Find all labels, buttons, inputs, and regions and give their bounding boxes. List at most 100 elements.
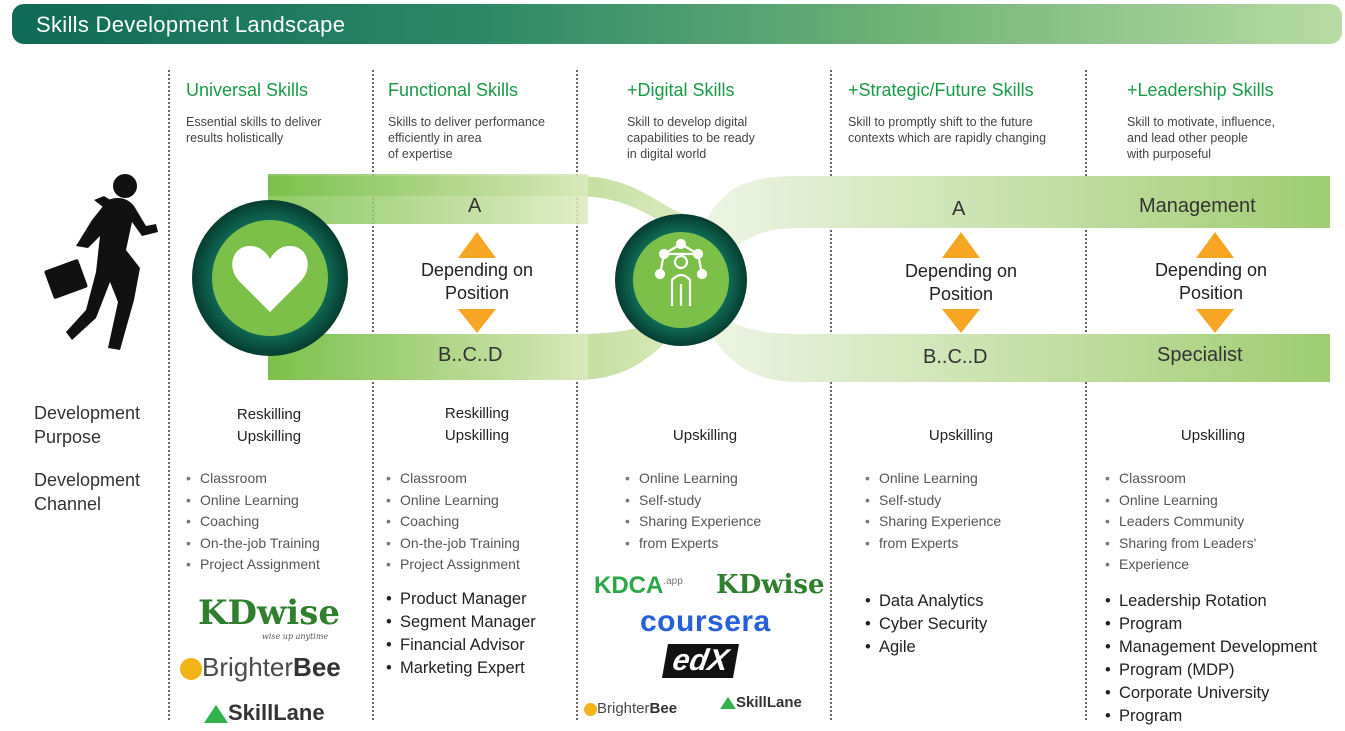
universal-skills-title: Universal Skills <box>186 80 309 100</box>
list-item: Coaching <box>386 511 520 533</box>
list-item: Coaching <box>186 511 320 533</box>
strategic-skills-title: +Strategic/Future Skills <box>848 80 1034 100</box>
list-item: from Experts <box>865 533 1001 555</box>
flow-band-lower-right <box>700 292 1330 382</box>
header-banner: Skills Development Landscape <box>12 4 1342 44</box>
list-item: On-the-job Training <box>386 533 520 555</box>
list-item: Program <box>1105 705 1317 728</box>
strategic-purpose: Upskilling <box>928 427 994 444</box>
list-item: Classroom <box>1105 468 1256 490</box>
bee-icon <box>584 702 597 716</box>
list-item: Online Learning <box>186 490 320 512</box>
list-item: Agile <box>865 636 987 659</box>
down-arrow-functional <box>458 309 496 333</box>
universal-channels: Classroom Online Learning Coaching On-th… <box>186 468 320 576</box>
bee-icon <box>180 658 202 681</box>
up-arrow-functional <box>458 232 496 258</box>
list-item: Program <box>1105 613 1317 636</box>
digital-purpose: Upskilling <box>672 427 738 444</box>
skilllane-mark-icon <box>720 697 736 710</box>
running-businessman-icon <box>44 174 158 350</box>
kdwise-tagline: wise up anytime <box>262 632 329 641</box>
list-item: Marketing Expert <box>386 657 536 680</box>
list-item: Corporate University <box>1105 682 1317 705</box>
digital-circle <box>633 232 729 328</box>
list-item: Online Learning <box>386 490 520 512</box>
list-item: Experience <box>1105 554 1256 576</box>
page-title: Skills Development Landscape <box>36 12 346 37</box>
column-divider <box>576 70 578 720</box>
leadership-top-label: Management <box>1139 195 1256 217</box>
list-item: Project Assignment <box>186 554 320 576</box>
digital-skills-title: +Digital Skills <box>627 80 735 100</box>
up-arrow-strategic <box>942 232 980 258</box>
heart-icon <box>232 246 308 312</box>
list-item: Online Learning <box>1105 490 1256 512</box>
leadership-programs: Leadership Rotation Program Management D… <box>1105 590 1317 728</box>
functional-top-label: A <box>468 195 482 217</box>
leadership-bottom-label: Specialist <box>1157 344 1243 366</box>
list-item: Segment Manager <box>386 611 536 634</box>
column-divider <box>372 70 374 720</box>
functional-programs: Product Manager Segment Manager Financia… <box>386 588 536 680</box>
list-item: Cyber Security <box>865 613 987 636</box>
list-item: Management Development <box>1105 636 1317 659</box>
list-item: Self-study <box>865 490 1001 512</box>
down-arrow-strategic <box>942 309 980 333</box>
skilllane-logo: SkillLane <box>204 700 325 726</box>
list-item: Classroom <box>386 468 520 490</box>
skilllane-mark-icon <box>204 705 228 724</box>
brighterbee-logo-small: BrighterBee <box>584 700 677 717</box>
coursera-logo: coursera <box>640 605 771 638</box>
flow-band-bottom-left <box>268 334 588 380</box>
strategic-programs: Data Analytics Cyber Security Agile <box>865 590 987 659</box>
list-item: Sharing Experience <box>625 511 761 533</box>
down-arrow-leadership <box>1196 309 1234 333</box>
brighterbee-logo: BrighterBee <box>180 652 341 683</box>
column-divider <box>830 70 832 720</box>
flow-band-upper-right <box>700 176 1330 262</box>
strategic-bottom-label: B..C..D <box>923 346 988 368</box>
column-divider <box>168 70 170 720</box>
list-item: Sharing Experience <box>865 511 1001 533</box>
column-divider <box>1085 70 1087 720</box>
leadership-skills-title: +Leadership Skills <box>1127 80 1274 100</box>
list-item: Online Learning <box>865 468 1001 490</box>
functional-skills-title: Functional Skills <box>388 80 519 100</box>
list-item: from Experts <box>625 533 761 555</box>
digital-channels: Online Learning Self-study Sharing Exper… <box>625 468 761 554</box>
leadership-channels: Classroom Online Learning Leaders Commun… <box>1105 468 1256 576</box>
list-item: Leaders Community <box>1105 511 1256 533</box>
strategic-top-label: A <box>952 198 966 220</box>
strategic-channels: Online Learning Self-study Sharing Exper… <box>865 468 1001 554</box>
list-item: Leadership Rotation <box>1105 590 1317 613</box>
list-item: On-the-job Training <box>186 533 320 555</box>
list-item: Program (MDP) <box>1105 659 1317 682</box>
up-arrow-leadership <box>1196 232 1234 258</box>
flow-band-top-left <box>268 174 588 224</box>
list-item: Self-study <box>625 490 761 512</box>
skilllane-logo-small: SkillLane <box>720 694 802 711</box>
list-item: Sharing from Leaders' <box>1105 533 1256 555</box>
list-item: Product Manager <box>386 588 536 611</box>
list-item: Financial Advisor <box>386 634 536 657</box>
functional-channels: Classroom Online Learning Coaching On-th… <box>386 468 520 576</box>
kdwise-logo: KDwise <box>198 593 340 633</box>
leadership-skills-desc: Skill to motivate, influence,and lead ot… <box>1127 115 1275 161</box>
list-item: Data Analytics <box>865 590 987 613</box>
kdwise-logo-small: KDwise <box>716 570 825 600</box>
kdca-app-logo: KDCA.app <box>594 572 683 599</box>
list-item: Online Learning <box>625 468 761 490</box>
list-item: Project Assignment <box>386 554 520 576</box>
